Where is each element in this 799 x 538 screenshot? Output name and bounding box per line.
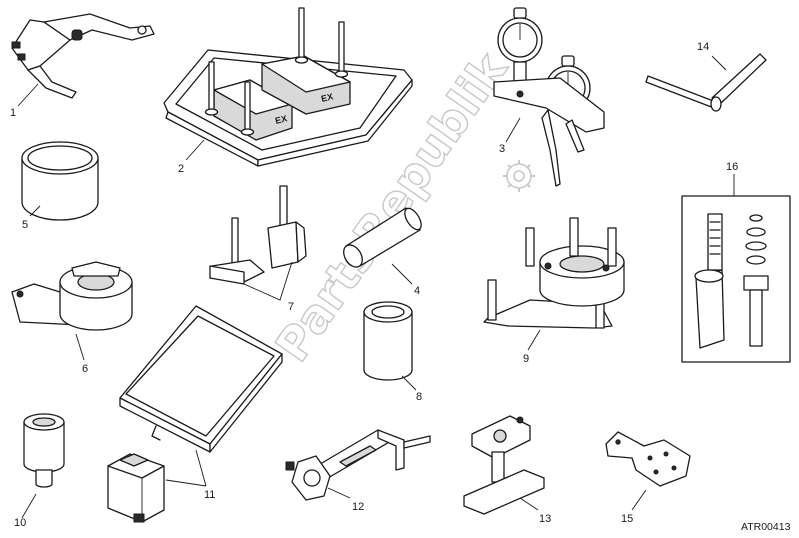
callout-2: 2 <box>178 163 184 175</box>
callout-5: 5 <box>22 219 28 231</box>
callout-16: 16 <box>726 161 738 173</box>
callout-3: 3 <box>499 143 505 155</box>
tool-part-10 <box>23 413 65 488</box>
tool-part-15 <box>605 431 691 487</box>
tool-part-13 <box>463 415 545 515</box>
tool-part-3 <box>493 7 605 187</box>
callout-8: 8 <box>416 391 422 403</box>
tool-part-14 <box>645 53 767 112</box>
drawing-code: ATR00413 <box>741 521 791 533</box>
callout-7: 7 <box>288 301 294 313</box>
callout-11: 11 <box>204 489 215 501</box>
callout-13: 13 <box>539 513 551 525</box>
callout-1: 1 <box>10 107 16 119</box>
tool-part-4 <box>343 207 422 268</box>
tool-part-1 <box>11 13 155 99</box>
gear-icon <box>503 160 535 192</box>
tool-part-9 <box>483 217 625 329</box>
callout-4: 4 <box>414 285 420 297</box>
callout-6: 6 <box>82 363 88 375</box>
tool-part-6 <box>11 261 133 331</box>
tool-part-12 <box>285 429 431 501</box>
tool-part-16 <box>681 195 791 363</box>
tool-part-7 <box>209 185 307 285</box>
callout-9: 9 <box>523 353 529 365</box>
callout-12: 12 <box>352 501 364 513</box>
tool-part-5 <box>21 141 99 221</box>
stamp-ex-2: EX <box>320 91 334 104</box>
stamp-ex-1: EX <box>274 113 288 126</box>
tool-part-2: EX EX <box>163 7 413 167</box>
tool-part-8 <box>363 301 413 381</box>
callout-15: 15 <box>621 513 633 525</box>
tool-part-11 <box>107 305 283 523</box>
callout-10: 10 <box>14 517 26 529</box>
callout-14: 14 <box>697 41 709 53</box>
